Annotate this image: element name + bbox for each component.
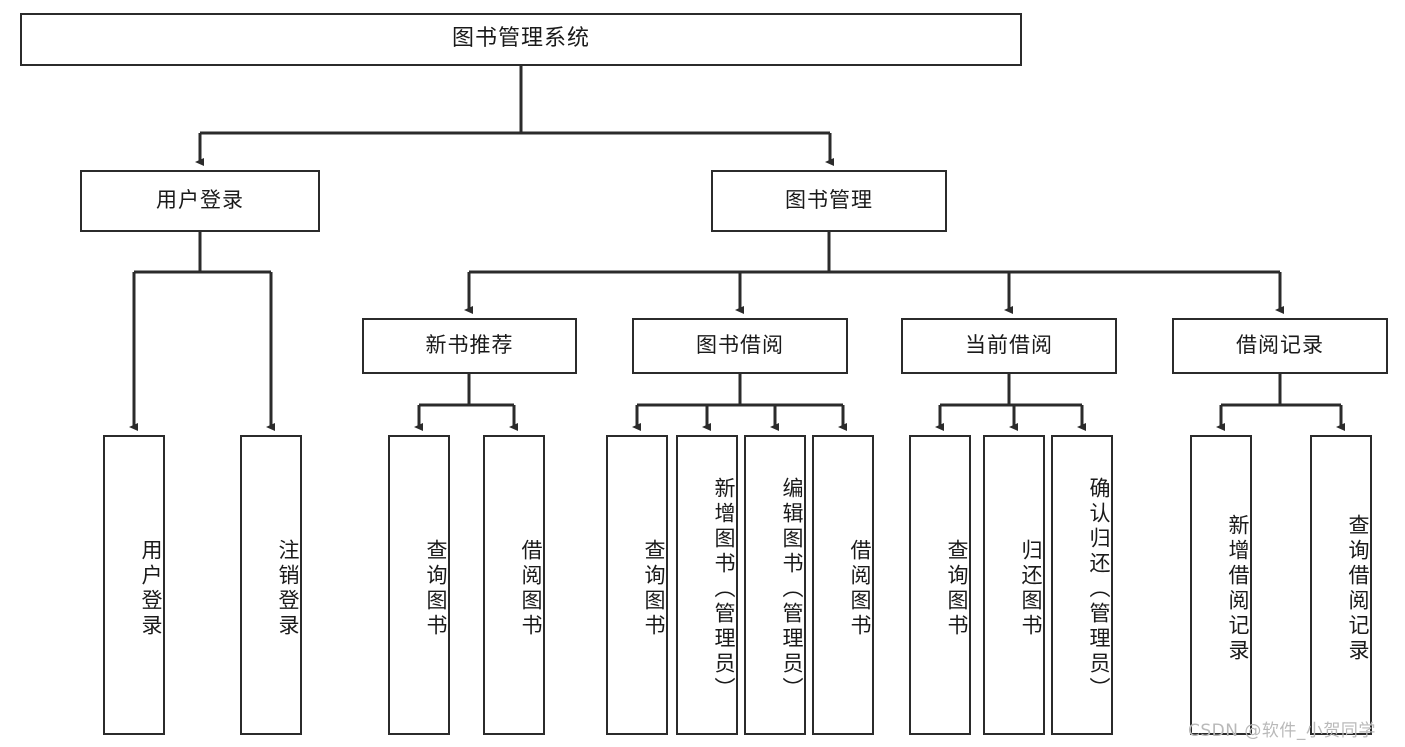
node-label: 查询图书 bbox=[642, 539, 666, 639]
node-leaf-add-book[interactable]: 新增图书（管理员） bbox=[676, 435, 738, 735]
node-leaf-return-book[interactable]: 归还图书 bbox=[983, 435, 1045, 735]
node-leaf-borrow-book-1[interactable]: 借阅图书 bbox=[483, 435, 545, 735]
node-new-book-recommend[interactable]: 新书推荐 bbox=[362, 318, 577, 374]
node-label: 归还图书 bbox=[1019, 539, 1043, 639]
node-current-borrow[interactable]: 当前借阅 bbox=[901, 318, 1117, 374]
node-leaf-query-book-1[interactable]: 查询图书 bbox=[388, 435, 450, 735]
node-label: 图书管理 bbox=[785, 188, 873, 213]
node-leaf-query-record[interactable]: 查询借阅记录 bbox=[1310, 435, 1372, 735]
node-label: 新增图书（管理员） bbox=[712, 476, 736, 702]
node-label: 查询借阅记录 bbox=[1346, 514, 1370, 664]
node-label: 图书管理系统 bbox=[451, 26, 590, 52]
node-label: 图书借阅 bbox=[696, 333, 784, 358]
node-user-login[interactable]: 用户登录 bbox=[80, 170, 320, 232]
csdn-watermark: CSDN @软件_小贺同学 bbox=[1188, 721, 1376, 741]
node-leaf-borrow-book-2[interactable]: 借阅图书 bbox=[812, 435, 874, 735]
node-label: 借阅记录 bbox=[1236, 333, 1324, 358]
node-label: 用户登录 bbox=[156, 188, 244, 213]
node-label: 注销登录 bbox=[276, 539, 300, 639]
node-leaf-query-book-3[interactable]: 查询图书 bbox=[909, 435, 971, 735]
node-borrow-record[interactable]: 借阅记录 bbox=[1172, 318, 1388, 374]
node-label: 编辑图书（管理员） bbox=[780, 476, 804, 702]
node-leaf-add-record[interactable]: 新增借阅记录 bbox=[1190, 435, 1252, 735]
node-book-borrow[interactable]: 图书借阅 bbox=[632, 318, 848, 374]
node-leaf-user-logout[interactable]: 注销登录 bbox=[240, 435, 302, 735]
node-label: 新书推荐 bbox=[425, 333, 514, 358]
node-label: 用户登录 bbox=[139, 539, 163, 639]
node-label: 当前借阅 bbox=[965, 333, 1053, 358]
node-leaf-query-book-2[interactable]: 查询图书 bbox=[606, 435, 668, 735]
node-label: 查询图书 bbox=[424, 539, 448, 639]
node-leaf-edit-book[interactable]: 编辑图书（管理员） bbox=[744, 435, 806, 735]
node-label: 借阅图书 bbox=[519, 539, 543, 639]
node-label: 查询图书 bbox=[945, 539, 969, 639]
node-label: 确认归还（管理员） bbox=[1087, 476, 1111, 702]
node-leaf-user-login[interactable]: 用户登录 bbox=[103, 435, 165, 735]
node-root-system[interactable]: 图书管理系统 bbox=[20, 13, 1022, 66]
node-book-manage[interactable]: 图书管理 bbox=[711, 170, 947, 232]
node-label: 借阅图书 bbox=[848, 539, 872, 639]
node-leaf-confirm-return[interactable]: 确认归还（管理员） bbox=[1051, 435, 1113, 735]
node-label: 新增借阅记录 bbox=[1226, 514, 1250, 664]
